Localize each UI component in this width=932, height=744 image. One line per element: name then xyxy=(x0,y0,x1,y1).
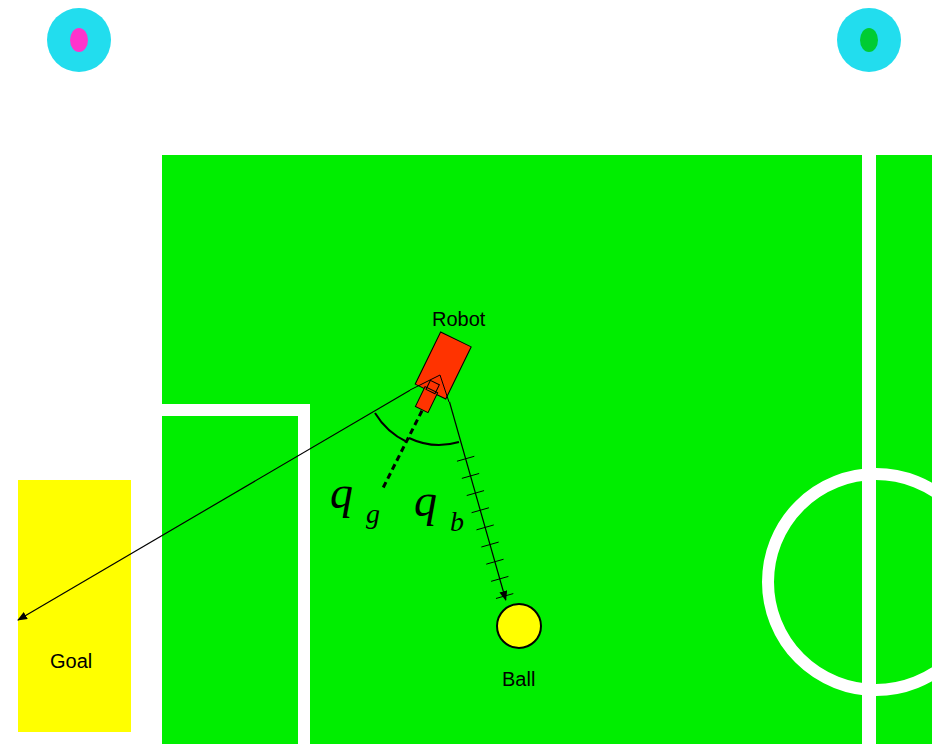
goal-area xyxy=(18,480,131,732)
arrow-connector xyxy=(450,402,514,600)
node-label: Goal xyxy=(50,650,92,673)
pointer-line xyxy=(440,375,449,402)
angle-symbol: q xyxy=(330,470,353,516)
field xyxy=(162,155,932,744)
angle-arc xyxy=(375,413,407,442)
center-line xyxy=(862,155,876,744)
robot-node: Robot xyxy=(410,340,472,402)
goal-box: Goal xyxy=(18,480,131,732)
angle-arc xyxy=(409,438,459,445)
ball-node: Ball xyxy=(490,600,550,695)
pointer-line xyxy=(410,375,440,390)
beacon xyxy=(837,8,901,72)
beacon xyxy=(47,8,111,72)
node-label: Robot xyxy=(432,308,485,331)
penalty-line xyxy=(162,404,310,416)
center-circle xyxy=(768,474,932,690)
beacon-center xyxy=(860,28,878,52)
node-label: Ball xyxy=(502,668,535,691)
angle-subscript: b xyxy=(450,508,464,536)
arrow-connector xyxy=(18,390,410,620)
angle-subscript: g xyxy=(366,500,380,528)
beacon-center xyxy=(70,28,88,52)
robot-body xyxy=(406,332,471,417)
ball-shape xyxy=(497,604,541,648)
angle-symbol: q xyxy=(414,478,437,524)
